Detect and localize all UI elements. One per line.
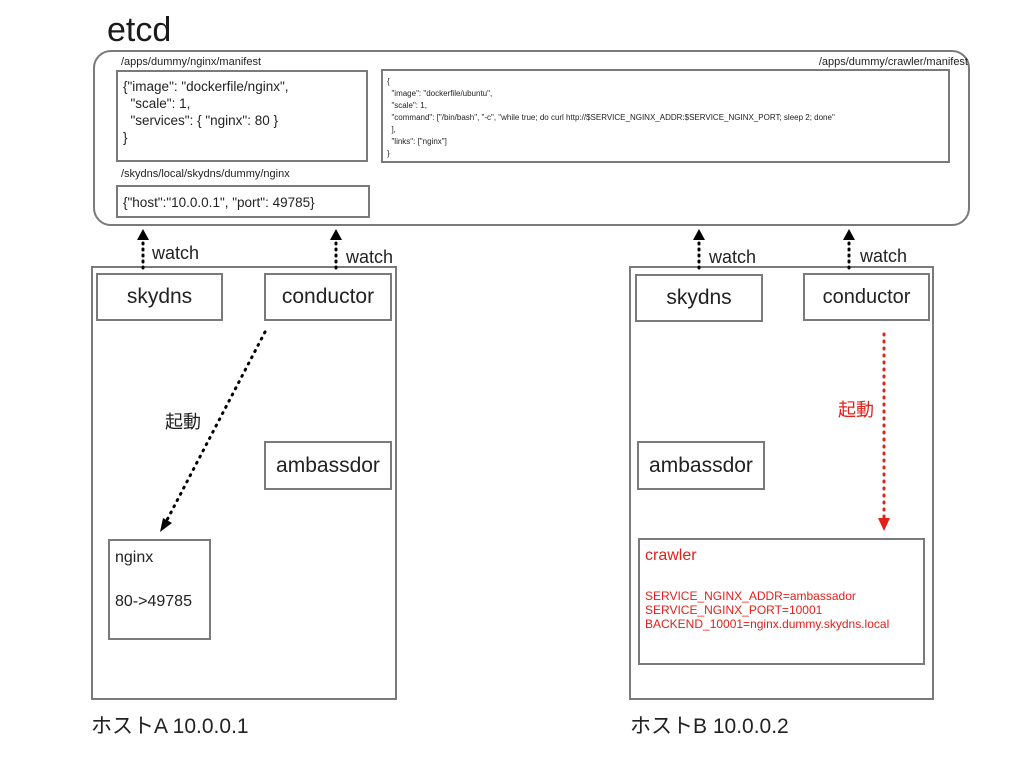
watch-arrowhead-host-a-skydns [137, 229, 149, 240]
crawler-env-vars: SERVICE_NGINX_ADDR=ambassador SERVICE_NG… [645, 589, 890, 631]
crawler-manifest-box: { "image": "dockerfile/ubuntu", "scale":… [381, 69, 950, 163]
crawler-manifest-body: { "image": "dockerfile/ubuntu", "scale":… [387, 77, 835, 158]
host-b-ambassador: ambassdor [637, 441, 765, 490]
nginx-container-title: nginx [115, 549, 154, 566]
host-b-conductor: conductor [803, 273, 930, 321]
host-a-label: ホストA 10.0.0.1 [91, 715, 249, 738]
host-a-ambassador: ambassdor [264, 441, 392, 490]
launch-arrow-host-a [165, 330, 267, 522]
watch-label-host-b-skydns: watch [709, 247, 757, 267]
launch-label-host-a: 起動 [165, 412, 201, 432]
crawler-manifest-path: /apps/dummy/crawler/manifest [818, 56, 968, 68]
nginx-manifest-box: {"image": "dockerfile/nginx", "scale": 1… [116, 70, 368, 162]
nginx-port-mapping: 80->49785 [115, 593, 192, 610]
watch-arrowhead-host-a-conductor [330, 229, 342, 240]
nginx-manifest-body: {"image": "dockerfile/nginx", "scale": 1… [123, 79, 289, 145]
skydns-record-path: /skydns/local/skydns/dummy/nginx [121, 168, 290, 180]
watch-label-host-a-skydns: watch [152, 243, 200, 263]
launch-arrowhead-host-b [878, 518, 890, 531]
host-b-crawler-container: crawler SERVICE_NGINX_ADDR=ambassador SE… [638, 538, 925, 665]
nginx-manifest-path: /apps/dummy/nginx/manifest [121, 56, 262, 68]
etcd-title: etcd [107, 11, 172, 49]
watch-label-host-b-conductor: watch [860, 246, 908, 266]
crawler-container-title: crawler [645, 547, 697, 564]
host-a-skydns: skydns [96, 273, 223, 321]
launch-label-host-b: 起動 [838, 400, 874, 420]
watch-arrowhead-host-b-conductor [843, 229, 855, 240]
launch-arrowhead-host-a [160, 518, 172, 532]
host-b-label: ホストB 10.0.0.2 [630, 715, 789, 738]
watch-label-host-a-conductor: watch [346, 247, 394, 267]
host-b-skydns: skydns [635, 274, 763, 322]
host-a-conductor: conductor [264, 273, 392, 321]
host-a-nginx-container: nginx 80->49785 [108, 539, 211, 640]
skydns-record-body: {"host":"10.0.0.1", "port": 49785} [123, 195, 315, 210]
skydns-record-box: {"host":"10.0.0.1", "port": 49785} [116, 185, 370, 218]
watch-arrowhead-host-b-skydns [693, 229, 705, 240]
